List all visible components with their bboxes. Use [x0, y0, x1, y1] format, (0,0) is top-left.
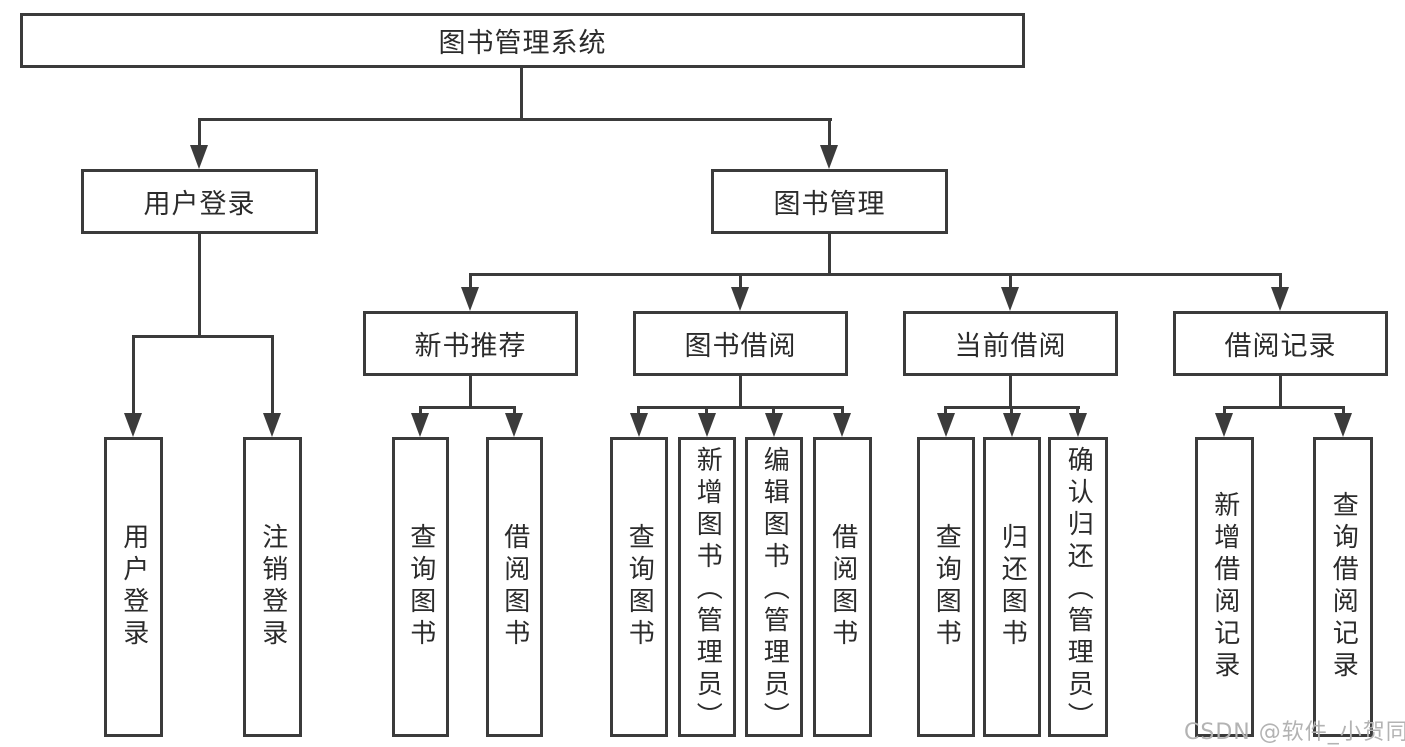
node-book-borrow: 图书借阅 [633, 311, 848, 376]
connector-drop-current-borrow [1009, 273, 1012, 289]
connector-drop-login-leaf [132, 335, 135, 415]
leaf-borrow-books-recommend: 借阅图书 [486, 437, 543, 737]
leaf-query-books-recommend: 查询图书 [392, 437, 449, 737]
connector-new-book-bar [419, 406, 516, 409]
connector-drop-logout-leaf [271, 335, 274, 415]
arrowhead-leaf [411, 413, 429, 437]
connector-current-borrow-stem [1009, 374, 1012, 408]
leaf-borrow-books: 借阅图书 [813, 437, 872, 737]
arrowhead-logout-leaf [263, 413, 281, 437]
connector-user-login-stem [198, 232, 201, 338]
arrowhead-leaf [937, 413, 955, 437]
arrowhead-leaf [698, 413, 716, 437]
node-book-management: 图书管理 [711, 169, 948, 234]
leaf-user-login: 用户登录 [104, 437, 163, 737]
arrowhead-new-book [461, 287, 479, 311]
arrowhead-borrow-records [1271, 287, 1289, 311]
arrowhead-leaf [505, 413, 523, 437]
leaf-add-books-admin: 新增图书（管理员） [678, 437, 736, 737]
arrowhead-user-login [190, 145, 208, 169]
connector-drop-book-borrow [739, 273, 742, 289]
connector-drop-leaf [1223, 406, 1226, 415]
arrowhead-current-borrow [1001, 287, 1019, 311]
connector-drop-leaf [944, 406, 947, 415]
csdn-watermark: CSDN @软件_小贺同学 [1184, 720, 1405, 745]
leaf-return-books: 归还图书 [983, 437, 1041, 737]
arrowhead-leaf [1069, 413, 1087, 437]
leaf-confirm-return-admin: 确认归还（管理员） [1048, 437, 1108, 737]
connector-drop-new-book [469, 273, 472, 289]
connector-drop-leaf [1010, 406, 1013, 415]
node-current-borrow: 当前借阅 [903, 311, 1118, 376]
arrowhead-book-management [820, 145, 838, 169]
connector-book-borrow-stem [739, 374, 742, 408]
arrowhead-book-borrow [731, 287, 749, 311]
connector-drop-leaf [1076, 406, 1079, 415]
arrowhead-leaf [765, 413, 783, 437]
arrowhead-leaf [1003, 413, 1021, 437]
node-borrow-records: 借阅记录 [1173, 311, 1388, 376]
connector-drop-leaf [772, 406, 775, 415]
arrowhead-leaf [1215, 413, 1233, 437]
arrowhead-leaf [630, 413, 648, 437]
connector-book-management-stem [828, 232, 831, 276]
connector-drop-leaf [705, 406, 708, 415]
connector-borrow-records-stem [1279, 374, 1282, 408]
leaf-query-books-current: 查询图书 [917, 437, 975, 737]
arrowhead-login-leaf [124, 413, 142, 437]
leaf-query-borrow-record: 查询借阅记录 [1313, 437, 1373, 737]
connector-root-stem [520, 65, 523, 121]
node-new-book-recommend: 新书推荐 [363, 311, 578, 376]
connector-drop-leaf [1342, 406, 1345, 415]
arrowhead-leaf [1334, 413, 1352, 437]
connector-drop-leaf [637, 406, 640, 415]
connector-new-book-stem [469, 374, 472, 408]
connector-borrow-records-bar [1223, 406, 1345, 409]
connector-book-borrow-bar [638, 406, 844, 409]
leaf-add-borrow-record: 新增借阅记录 [1195, 437, 1254, 737]
connector-drop-leaf [419, 406, 422, 415]
node-library-management-system: 图书管理系统 [20, 13, 1025, 68]
connector-drop-user-login [198, 118, 201, 148]
connector-top-bar [198, 118, 832, 121]
connector-level3-bar [469, 273, 1282, 276]
node-user-login: 用户登录 [81, 169, 318, 234]
connector-drop-leaf [841, 406, 844, 415]
connector-drop-book-management [828, 118, 831, 148]
leaf-query-books-borrow: 查询图书 [610, 437, 668, 737]
connector-drop-leaf [513, 406, 516, 415]
leaf-edit-books-admin: 编辑图书（管理员） [745, 437, 803, 737]
connector-drop-borrow-records [1279, 273, 1282, 289]
connector-user-login-bar [132, 335, 274, 338]
arrowhead-leaf [833, 413, 851, 437]
leaf-logout: 注销登录 [243, 437, 302, 737]
